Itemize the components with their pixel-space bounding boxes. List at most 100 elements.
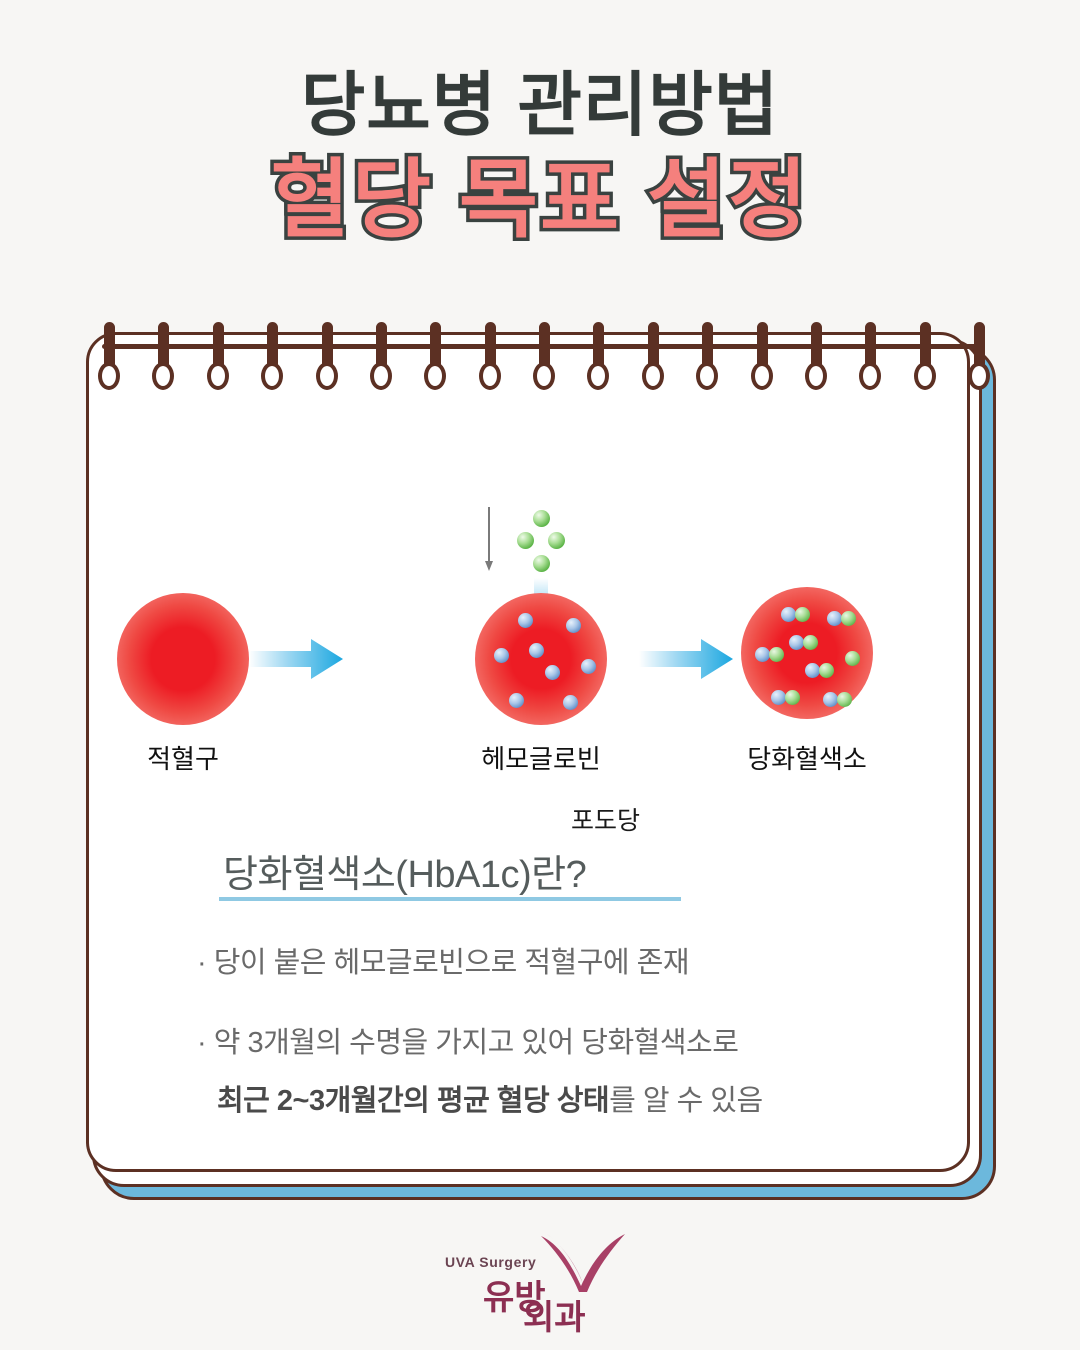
spiral-ring <box>98 322 120 392</box>
hba1c-green-dot <box>803 635 818 650</box>
spiral-ring-bar <box>158 322 170 370</box>
spiral-ring <box>913 322 936 392</box>
cell-label-glycated-hemoglobin: 당화혈색소 <box>747 744 867 774</box>
spiral-ring <box>369 322 392 392</box>
right-arrow-icon-1 <box>249 639 343 679</box>
spiral-ring-bar <box>919 322 931 370</box>
spiral-ring <box>261 322 284 392</box>
spiral-ring-bar <box>484 322 496 370</box>
hba1c-green-dot <box>819 663 834 678</box>
glucose-dot <box>533 510 550 527</box>
hemoglobin-dot <box>518 613 533 628</box>
bullet-item-1: · 당이 붙은 헤모글로빈으로 적혈구에 존재 <box>197 947 690 979</box>
hba1c-green-dot <box>837 692 852 707</box>
spiral-ring <box>968 322 990 392</box>
spiral-ring <box>587 322 610 392</box>
spiral-ring-bar <box>865 322 877 370</box>
spiral-ring-bar <box>647 322 659 370</box>
spiral-binding <box>86 322 996 392</box>
hba1c-blue-dot <box>823 692 838 707</box>
cell-hemoglobin <box>475 593 607 725</box>
spiral-ring-bar <box>593 322 605 370</box>
logo-korean-text-1: 유방 <box>483 1279 546 1317</box>
logo-korean-text-2: 외과 <box>523 1299 586 1337</box>
right-arrow-icon-2 <box>639 639 733 679</box>
brand-logo: UVA Surgery 유방 외과 <box>0 1234 1080 1337</box>
spiral-ring-loop <box>98 362 120 390</box>
bullet-item-2: · 약 3개월의 수명을 가지고 있어 당화혈색소로 <box>197 1027 739 1059</box>
hba1c-green-dot <box>845 651 860 666</box>
spiral-ring-loop <box>859 362 882 390</box>
spiral-ring-bar <box>104 322 115 370</box>
hba1c-green-dot <box>841 611 856 626</box>
spiral-ring-bar <box>430 322 442 370</box>
title-block: 당뇨병 관리방법 혈당 목표 설정 <box>0 62 1080 252</box>
spiral-ring <box>804 322 827 392</box>
spiral-ring <box>478 322 501 392</box>
spiral-ring <box>696 322 719 392</box>
spiral-ring-loop <box>587 362 610 390</box>
hemoglobin-dot <box>545 665 560 680</box>
spiral-ring-loop <box>478 362 501 390</box>
spiral-ring-loop <box>533 362 555 390</box>
spiral-ring <box>750 322 773 392</box>
glucose-dot <box>533 555 550 572</box>
spiral-ring-bar <box>702 322 714 370</box>
spiral-ring-loop <box>804 362 827 390</box>
hemoglobin-dot <box>509 693 524 708</box>
hemoglobin-dot <box>581 659 596 674</box>
page-title-line1: 당뇨병 관리방법 <box>300 66 780 144</box>
hba1c-blue-dot <box>805 663 820 678</box>
spiral-ring-loop <box>261 362 284 390</box>
spiral-ring-bar <box>267 322 279 370</box>
swoosh-icon <box>541 1234 625 1292</box>
spiral-ring-loop <box>641 362 664 390</box>
spiral-ring <box>206 322 229 392</box>
hba1c-green-dot <box>795 607 810 622</box>
heading-underline <box>219 897 681 901</box>
glucose-label: 포도당 <box>571 807 641 835</box>
spiral-ring <box>152 322 175 392</box>
spiral-ring <box>641 322 664 392</box>
spiral-ring-loop <box>913 362 936 390</box>
spiral-ring-loop <box>750 362 773 390</box>
hba1c-heading: 당화혈색소(HbA1c)란? <box>223 854 587 896</box>
bullet-bold-text: 최근 2~3개월간의 평균 혈당 상태 <box>217 1085 610 1117</box>
spiral-ring-bar <box>212 322 224 370</box>
hba1c-blue-dot <box>789 635 804 650</box>
hba1c-blue-dot <box>827 611 842 626</box>
spiral-ring-loop <box>206 362 229 390</box>
spiral-ring-loop <box>696 362 719 390</box>
spiral-ring-loop <box>315 362 338 390</box>
spiral-ring-bar <box>375 322 387 370</box>
notebook-card: 포도당 <box>86 332 996 1200</box>
spiral-ring-bar <box>974 322 985 370</box>
hba1c-blue-dot <box>781 607 796 622</box>
spiral-ring <box>533 322 555 392</box>
hba1c-green-dot <box>769 647 784 662</box>
spiral-ring-bar <box>810 322 822 370</box>
page-title-line2: 혈당 목표 설정 <box>267 149 811 252</box>
gray-tick-icon <box>485 507 493 571</box>
hemoglobin-dot <box>529 643 544 658</box>
notebook-front-page: 포도당 <box>86 332 970 1172</box>
glucose-dot <box>517 532 534 549</box>
bullet-item-2-line2: 최근 2~3개월간의 평균 혈당 상태를 알 수 있음 <box>217 1077 763 1119</box>
spiral-ring <box>424 322 447 392</box>
cell-label-red-blood-cell: 적혈구 <box>147 744 219 774</box>
spiral-ring <box>315 322 338 392</box>
hba1c-blue-dot <box>755 647 770 662</box>
spiral-ring-bar <box>539 322 550 370</box>
hba1c-diagram: 포도당 <box>89 335 967 835</box>
hba1c-green-dot <box>785 690 800 705</box>
bullet-tail-text: 를 알 수 있음 <box>609 1085 763 1117</box>
spiral-ring-bar <box>756 322 768 370</box>
spiral-ring-loop <box>424 362 447 390</box>
cell-red-blood-cell <box>117 593 249 725</box>
glucose-dot <box>548 532 565 549</box>
cell-glycated-hemoglobin <box>741 587 873 719</box>
spiral-ring-loop <box>152 362 175 390</box>
spiral-ring-loop <box>369 362 392 390</box>
spiral-ring-loop <box>968 362 990 390</box>
